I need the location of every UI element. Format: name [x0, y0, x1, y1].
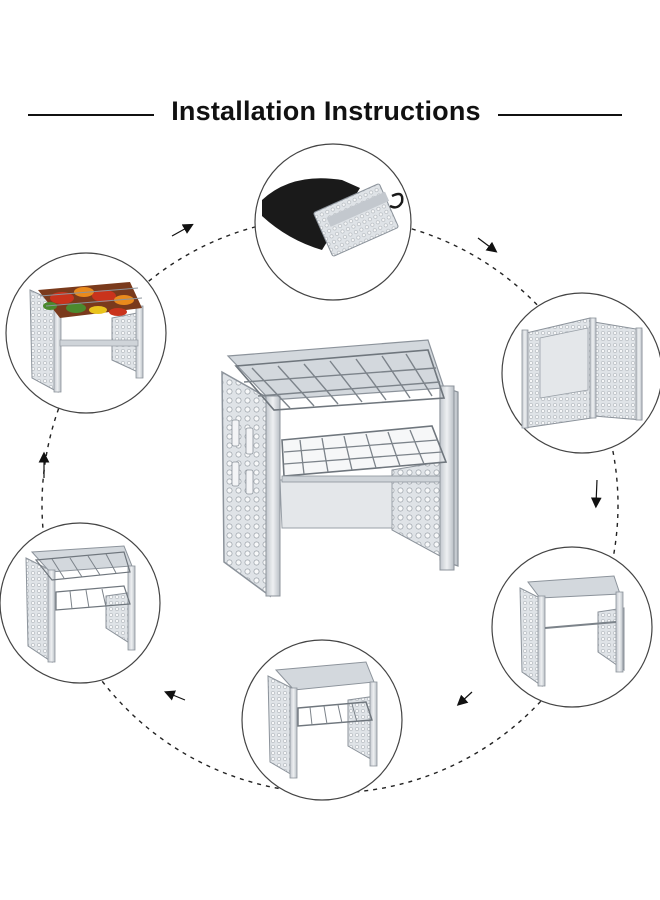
assembled-grill-icon — [221, 339, 459, 598]
frame-double-grate-icon — [25, 545, 136, 663]
unfolded-panels-icon — [521, 317, 643, 429]
arrow-icon — [456, 691, 473, 706]
arrow-icon — [477, 237, 498, 253]
step-storage-bag — [254, 143, 412, 301]
title-row: Installation Instructions — [0, 92, 660, 136]
storage-bag-icon — [262, 178, 404, 257]
step-unfolded-panels — [501, 292, 660, 454]
folding-frame-icon — [519, 575, 625, 687]
step-frame-double-grate — [0, 522, 161, 684]
frame-with-grate-icon — [267, 661, 378, 779]
arrow-icon — [171, 223, 194, 237]
step-frame-with-grate — [241, 639, 403, 801]
grill-with-food-icon — [29, 282, 144, 393]
step-grill-with-food — [5, 252, 167, 414]
title-divider-left — [28, 114, 154, 116]
title-divider-right — [498, 114, 622, 116]
arrow-icon — [590, 479, 602, 509]
direction-arrows — [38, 223, 602, 706]
arrow-icon — [164, 690, 186, 701]
step-folding-frame — [491, 546, 653, 708]
page-title: Installation Instructions — [171, 96, 481, 126]
